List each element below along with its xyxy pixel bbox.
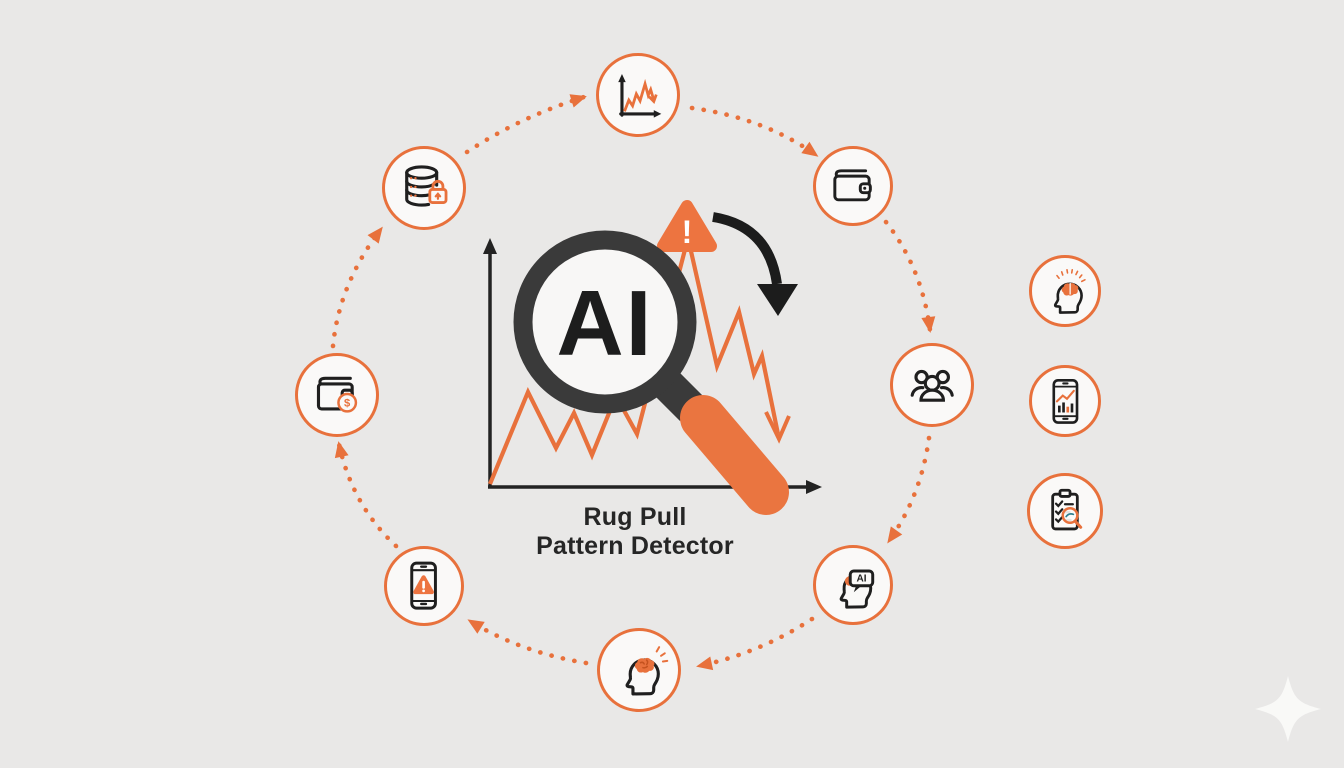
mini-bar-chart xyxy=(1055,389,1075,413)
sparkle-watermark xyxy=(1255,676,1321,742)
audit-magnifier xyxy=(1061,506,1083,529)
downturn-arrow-icon xyxy=(712,212,798,316)
node-price-chart xyxy=(596,53,680,137)
phone-analytics-icon xyxy=(1052,378,1078,424)
node-community xyxy=(890,343,974,427)
magnifier-lens xyxy=(513,230,697,414)
center-graphic: ! AI xyxy=(483,200,822,515)
side-node-phone-analytics xyxy=(1029,365,1101,437)
checklist-audit-icon xyxy=(1051,488,1083,531)
connector-bottomright-to-bottom xyxy=(696,616,815,671)
node-head-brain xyxy=(597,628,681,712)
wallet-icon xyxy=(833,169,873,202)
connector-bottom-to-bottomleft xyxy=(467,618,589,666)
warning-exclamation: ! xyxy=(682,214,693,250)
diagram-title: Rug Pull Pattern Detector xyxy=(455,503,815,561)
ai-magnifier-icon: AI xyxy=(513,230,789,515)
node-wallet-dollar: $ xyxy=(295,353,379,437)
cycle-connector-arrows xyxy=(330,94,936,671)
warning-triangle-icon: ! xyxy=(657,200,717,252)
connector-bottomleft-to-left xyxy=(334,441,399,549)
node-database-lock xyxy=(382,146,466,230)
community-group-icon xyxy=(910,369,954,402)
connector-left-to-topleft xyxy=(330,226,384,349)
dollar-label: $ xyxy=(344,398,351,410)
phone-alert-icon xyxy=(410,562,438,610)
node-head-ai-chat: AI xyxy=(813,545,893,625)
connector-top-to-topright xyxy=(689,105,819,158)
ai-label: AI xyxy=(557,271,654,375)
idea-rays xyxy=(1055,268,1086,282)
connector-topleft-to-top xyxy=(464,94,587,155)
head-brain-rays-icon xyxy=(1053,268,1086,314)
ai-speech-bubble: AI xyxy=(849,569,875,593)
node-phone-alert xyxy=(384,546,464,626)
title-line-1: Rug Pull xyxy=(583,503,687,531)
side-node-checklist-audit xyxy=(1027,473,1103,549)
side-node-head-rays xyxy=(1029,255,1101,327)
magnifier-handle xyxy=(680,395,789,515)
connector-right-to-bottomright xyxy=(886,435,932,544)
head-ai-chat-icon: AI xyxy=(840,569,875,609)
price-chart-crash-icon xyxy=(618,73,662,118)
title-line-2: Pattern Detector xyxy=(536,532,734,560)
database-lock-icon xyxy=(404,165,448,207)
head-brain-icon xyxy=(625,645,669,696)
wallet-dollar-icon: $ xyxy=(316,376,357,413)
price-spike-crash-line xyxy=(488,237,791,485)
node-wallet xyxy=(813,146,893,226)
bubble-ai-label: AI xyxy=(857,574,867,585)
spark-dashes xyxy=(655,645,669,663)
connector-topright-to-right xyxy=(883,219,936,333)
lock-glyph xyxy=(428,179,448,204)
